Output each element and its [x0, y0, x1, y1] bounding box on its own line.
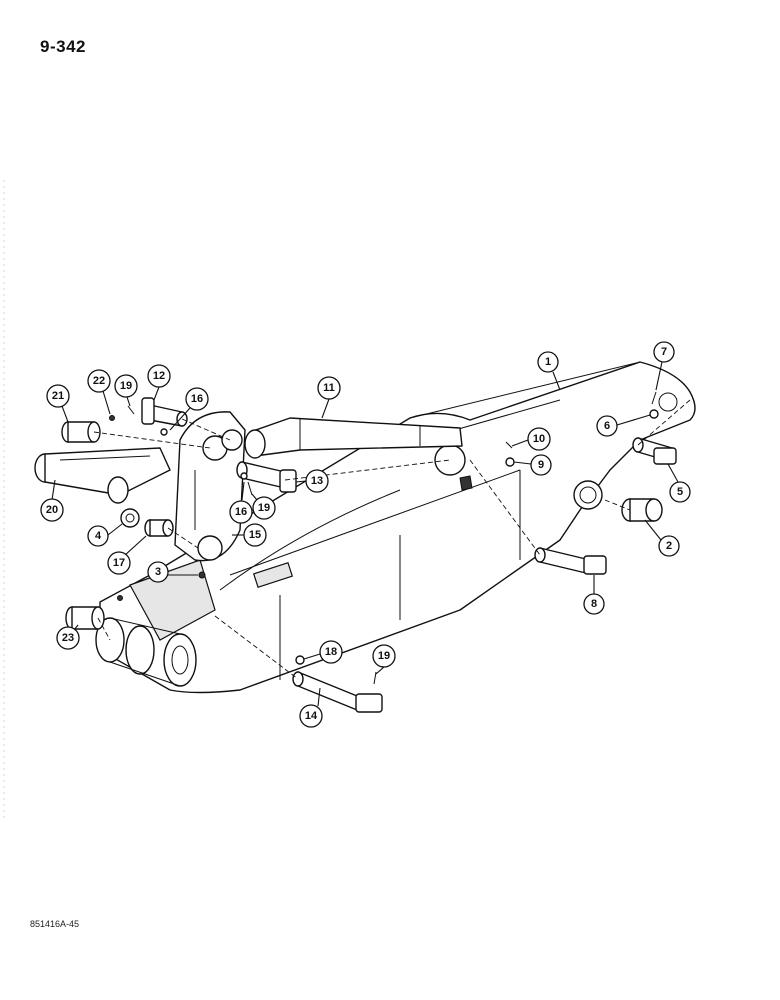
- callout-circle-5: [669, 481, 691, 503]
- callout-label-18: 18: [325, 646, 337, 658]
- callout-circle-19-middle: [252, 496, 276, 520]
- callout-circle-19-bottom: [372, 644, 396, 668]
- callout-label-22: 22: [93, 375, 105, 387]
- callout-circle-13: [305, 469, 329, 493]
- callout-label-19-bottom: 19: [378, 650, 390, 662]
- callout-label-15: 15: [249, 529, 261, 541]
- callout-label-21: 21: [52, 390, 64, 402]
- callout-label-6: 6: [604, 420, 610, 432]
- callout-label-19-middle: 19: [258, 502, 270, 514]
- callout-label-20: 20: [46, 504, 58, 516]
- small-hardware: [109, 391, 659, 685]
- pin-12: [141, 397, 188, 427]
- link-plate: [174, 411, 246, 562]
- callout-circle-4: [87, 525, 109, 547]
- callout-label-11: 11: [323, 382, 335, 394]
- pin-14: [292, 671, 383, 713]
- pin-5: [632, 437, 677, 465]
- callout-label-9: 9: [538, 459, 544, 471]
- callout-label-17: 17: [113, 557, 125, 569]
- callout-circle-10: [527, 427, 551, 451]
- tie-link: [34, 447, 171, 504]
- callout-label-19-top: 19: [120, 380, 132, 392]
- callout-label-1: 1: [545, 356, 551, 368]
- callout-label-12: 12: [153, 370, 165, 382]
- callout-label-5: 5: [677, 486, 683, 498]
- callout-circle-18: [319, 640, 343, 664]
- callout-circle-7: [653, 341, 675, 363]
- callout-circle-23: [56, 626, 80, 650]
- hydraulic-cylinder: [244, 417, 463, 459]
- callout-circle-2: [658, 535, 680, 557]
- page-number: 9-342: [40, 37, 86, 56]
- callout-circle-16-lower: [229, 500, 253, 524]
- bushing-23: [65, 606, 105, 630]
- callout-label-14: 14: [305, 710, 318, 722]
- callout-circle-21: [46, 384, 70, 408]
- callout-circle-11: [317, 376, 341, 400]
- callout-label-10: 10: [533, 433, 545, 445]
- shim-4: [120, 508, 140, 528]
- callout-label-16-lower: 16: [235, 506, 247, 518]
- callout-circle-22: [87, 369, 111, 393]
- callout-label-8: 8: [591, 598, 597, 610]
- callout-label-2: 2: [666, 540, 672, 552]
- callout-circle-14: [299, 704, 323, 728]
- callout-label-13: 13: [311, 475, 323, 487]
- callout-circle-19-top: [114, 374, 138, 398]
- callout-label-3: 3: [155, 566, 161, 578]
- callout-circle-8: [583, 593, 605, 615]
- callout-circle-12: [147, 364, 171, 388]
- callout-label-16-upper: 16: [191, 393, 203, 405]
- callout-circle-6: [596, 415, 618, 437]
- callout-label-7: 7: [661, 346, 667, 358]
- callout-label-23: 23: [62, 632, 74, 644]
- callout-circle-20: [40, 498, 64, 522]
- callout-circle-1: [537, 351, 559, 373]
- callout-circle-9: [530, 454, 552, 476]
- figure-code: 851416A-45: [30, 919, 80, 929]
- bushing-2: [621, 498, 663, 522]
- callout-circle-3: [147, 561, 169, 583]
- callout-circle-16-upper: [185, 387, 209, 411]
- pin-8: [534, 547, 607, 575]
- callout-label-4: 4: [95, 530, 102, 542]
- callout-circle-17: [107, 551, 131, 575]
- callout-circle-15: [243, 523, 267, 547]
